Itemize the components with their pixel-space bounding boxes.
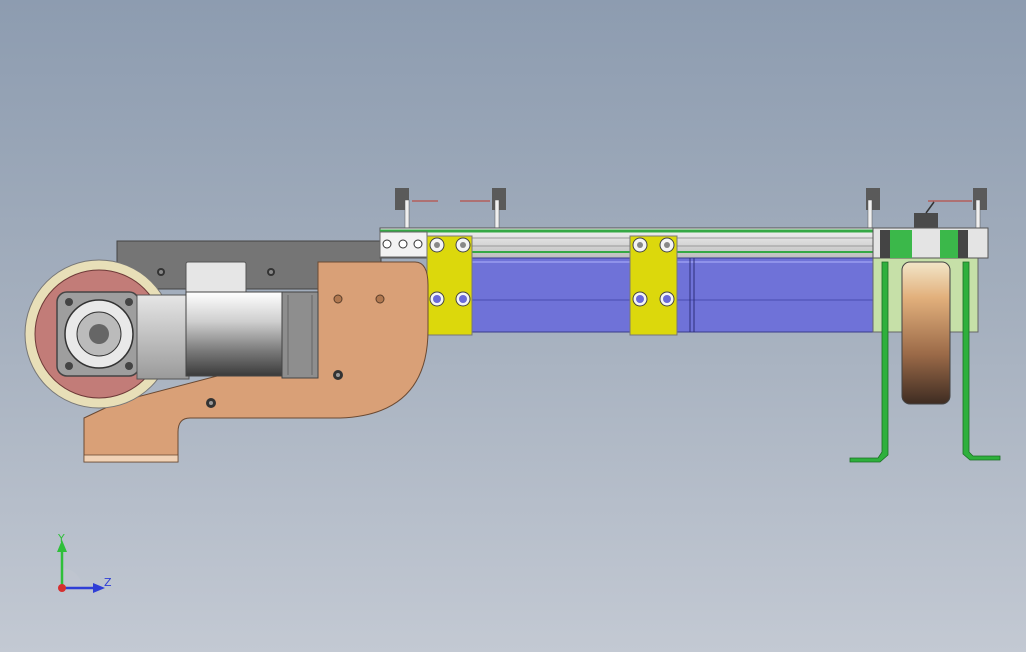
sensor-head <box>914 201 938 231</box>
x-axis-origin <box>58 584 66 592</box>
drive-motor <box>185 261 319 379</box>
z-axis-label: Z <box>104 576 112 589</box>
gearbox <box>136 294 190 380</box>
mount-plate-foot <box>83 454 179 463</box>
tail-end-assembly <box>872 227 989 405</box>
drive-pulley <box>24 259 174 409</box>
sensor-stand-1 <box>395 188 438 231</box>
sensor-stand-2 <box>460 188 506 231</box>
tail-roller <box>901 261 951 405</box>
support-leg-right <box>962 261 1001 461</box>
coordinate-triad: Y Z <box>57 532 112 593</box>
sensor-stands <box>395 188 987 233</box>
motor-mount-plate <box>83 261 429 463</box>
support-leg-left <box>849 261 889 463</box>
bracket-bolts <box>157 268 275 276</box>
yellow-bracket-left <box>426 235 473 336</box>
y-axis-label: Y <box>57 532 65 545</box>
yellow-bracket-mid <box>629 235 678 336</box>
sensor-stand-3 <box>866 188 880 233</box>
mount-plate-holes <box>206 294 385 408</box>
